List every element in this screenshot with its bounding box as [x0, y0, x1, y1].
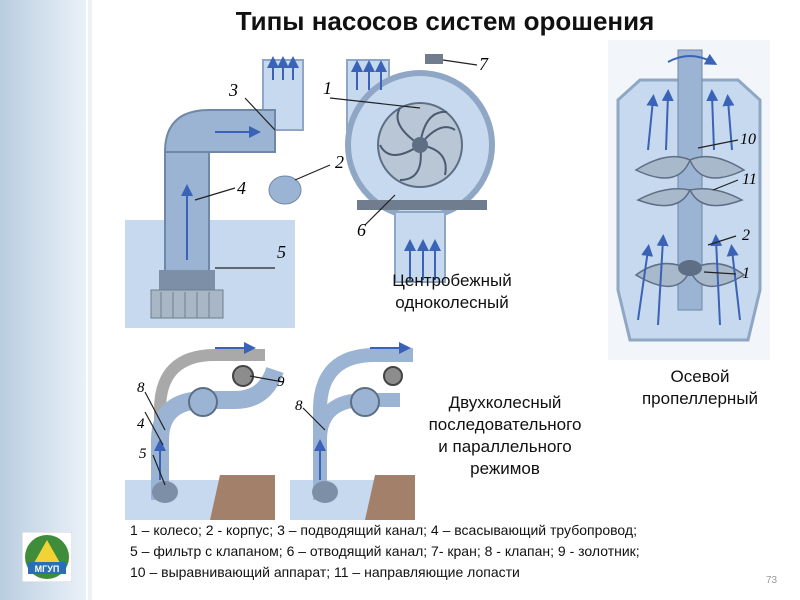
- label-9: 9: [277, 374, 285, 390]
- two-wheel-pump-diagram: 8 4 5 9 8: [125, 342, 415, 520]
- filter-right: [312, 481, 338, 503]
- wheel-left-1: [188, 387, 218, 417]
- label-5: 5: [277, 242, 286, 262]
- centrifugal-pump-diagram: 3 1 2 4 5 6 7: [125, 54, 495, 328]
- legend-line: 5 – фильтр с клапаном; 6 – отводящий кан…: [130, 543, 640, 559]
- pump-base: [357, 200, 487, 210]
- label-10: 10: [740, 131, 756, 148]
- caption-centrifugal: Центробежный одноколесный: [392, 271, 512, 312]
- label-8-right: 8: [295, 398, 303, 414]
- label-6: 6: [357, 220, 366, 240]
- soil-left: [210, 475, 275, 520]
- label-1-axial: 1: [742, 265, 750, 282]
- sidebar-divider: [86, 0, 88, 600]
- label-2: 2: [335, 152, 344, 172]
- label-1: 1: [323, 78, 332, 98]
- wheel-right: [350, 387, 380, 417]
- filter-left: [152, 481, 178, 503]
- axial-impeller-hub: [678, 260, 702, 276]
- valve-bulb: [268, 175, 302, 205]
- slide-sidebar: [0, 0, 92, 600]
- filter-body: [150, 289, 224, 319]
- valve-pipe-left: [154, 349, 265, 500]
- legend: 1 – колесо; 2 - корпус; 3 – подводящий к…: [130, 520, 640, 583]
- axial-pump-diagram: 10 11 2 1: [608, 40, 770, 360]
- caption-axial: Осевой пропеллерный: [641, 367, 759, 408]
- logo-text: МГУП: [35, 564, 60, 574]
- label-4: 4: [237, 178, 246, 198]
- tap: [425, 54, 443, 64]
- label-5-left: 5: [139, 446, 147, 462]
- valve-right: [383, 366, 403, 386]
- legend-line: 10 – выравнивающий аппарат; 11 – направл…: [130, 564, 520, 580]
- label-8-left: 8: [137, 380, 145, 396]
- page-number: 73: [766, 575, 778, 586]
- label-4-left: 4: [137, 416, 145, 432]
- slide-title: Типы насосов систем орошения: [235, 6, 655, 36]
- label-7: 7: [479, 54, 489, 74]
- legend-line: 1 – колесо; 2 - корпус; 3 – подводящий к…: [130, 522, 637, 538]
- caption-two-wheel: Двухколесный последовательного и паралле…: [428, 393, 582, 478]
- label-11: 11: [742, 171, 757, 188]
- filter-top: [159, 270, 215, 290]
- label-3: 3: [228, 80, 238, 100]
- university-logo: МГУП: [22, 532, 72, 582]
- soil-right: [365, 475, 415, 520]
- label-2-axial: 2: [742, 227, 750, 244]
- pipe-right-upper: [313, 348, 413, 500]
